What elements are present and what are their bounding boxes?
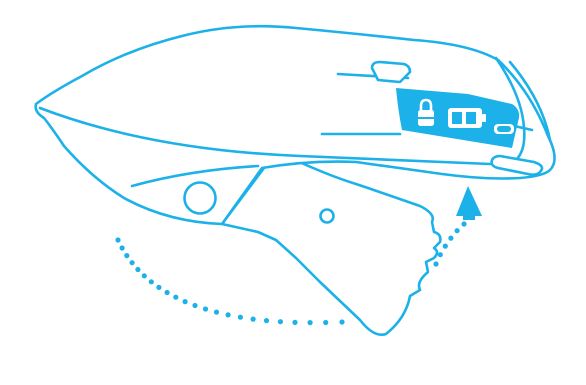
rotation-dot [461,221,466,226]
rotation-dot [308,320,313,325]
clip-jaw-outline [222,160,440,335]
rotation-dot [203,306,208,311]
rotation-dot [455,228,460,233]
rotation-dot [149,279,154,284]
indicator-slot-inner [497,126,511,132]
slider-tab [372,62,410,82]
clip-jaw [222,160,440,335]
rotate-arrow-icon [456,186,482,216]
rotation-dot [214,310,219,315]
rotation-dot [165,290,170,295]
rotate-arrow-stem [463,214,475,220]
rotation-dot [339,319,344,324]
rotation-dot [183,299,188,304]
rotation-dot [238,315,243,320]
rotation-dot [120,245,125,250]
rotation-dot [292,320,297,325]
rotation-dot [278,319,283,324]
rotation-dot [173,295,178,300]
rotation-dot [124,253,129,258]
rotation-dot [438,252,443,257]
rotation-dot [192,303,197,308]
rotation-dot [448,236,453,241]
rotation-dot [156,285,161,290]
rotation-dot [323,320,328,325]
rotation-dot [115,237,120,242]
rotation-dot [433,261,438,266]
battery-icon [448,108,486,128]
rotation-dot [264,318,269,323]
rotation-dot [443,244,448,249]
rotation-dot [142,273,147,278]
rotation-dot [251,317,256,322]
rotation-dot [226,312,231,317]
rotation-dot [135,267,140,272]
rotation-dot [130,260,135,265]
